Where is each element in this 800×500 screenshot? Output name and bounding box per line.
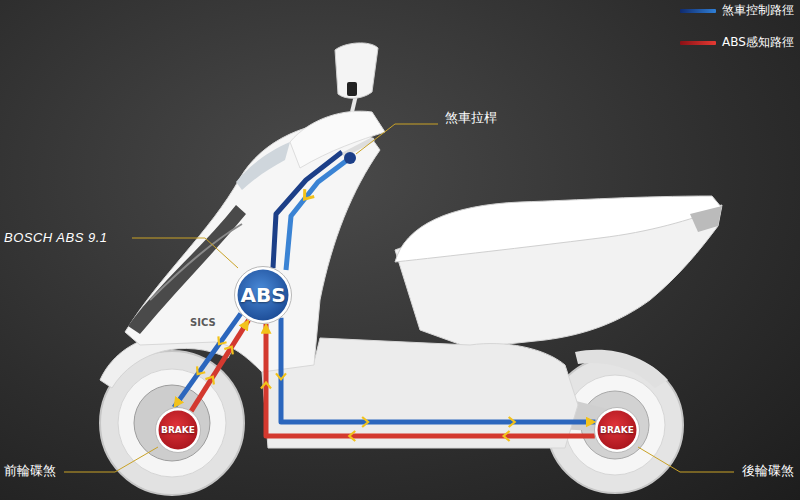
circle-outline xyxy=(594,407,640,453)
part-label: 煞車拉桿 xyxy=(445,109,497,126)
handlebar-cover xyxy=(290,111,385,168)
flow-chevron xyxy=(276,373,286,379)
part-label: 前輪碟煞 xyxy=(4,462,56,479)
mirror-lamp xyxy=(347,82,357,96)
legend-item: 煞車控制路徑 xyxy=(680,3,794,18)
panel-line xyxy=(150,224,242,300)
abs-sensing-path xyxy=(266,324,595,436)
tail-light xyxy=(690,206,722,232)
abs-sensing-path xyxy=(191,320,248,411)
leader-line xyxy=(638,447,734,472)
part-label: 後輪碟煞 xyxy=(742,462,794,479)
flow-chevron xyxy=(504,431,510,441)
legend-text: ABS感知路徑 xyxy=(722,35,794,50)
circle-outline xyxy=(234,266,292,324)
body-logo: SICS xyxy=(190,314,216,331)
headlight xyxy=(236,142,290,190)
legend-text: 煞車控制路徑 xyxy=(722,3,794,18)
brake-circle: BRAKE xyxy=(594,407,640,453)
flow-chevron xyxy=(261,383,271,389)
flow-chevron xyxy=(205,374,217,384)
side-panel-stripe xyxy=(128,205,246,334)
legend-line-sample xyxy=(680,9,716,13)
front-apron xyxy=(125,122,380,372)
mirror xyxy=(335,43,378,98)
rear-fender xyxy=(575,350,668,388)
flow-chevron xyxy=(224,344,236,354)
legend-item: ABS感知路徑 xyxy=(680,35,794,50)
node-label: ABS xyxy=(240,284,285,307)
lever-pivot xyxy=(344,152,356,164)
lever-brake-line xyxy=(286,158,350,270)
brake-control-path xyxy=(281,318,595,422)
flow-chevron xyxy=(362,417,368,427)
node-label: BRAKE xyxy=(161,425,195,435)
leader-line xyxy=(132,238,238,268)
leader-line xyxy=(64,447,158,472)
circle-ring xyxy=(595,408,640,453)
circle-fill xyxy=(238,270,289,321)
flow-chevron xyxy=(509,417,515,427)
front-hub xyxy=(162,413,182,433)
abs-module-circle: ABS xyxy=(234,266,292,324)
flow-chevron xyxy=(349,431,355,441)
legend: 煞車控制路徑 ABS感知路徑 xyxy=(680,3,794,67)
circle-outline xyxy=(155,407,201,453)
node-label: BRAKE xyxy=(600,425,634,435)
flow-chevron xyxy=(194,366,206,377)
circle-ring xyxy=(156,408,201,453)
circle-ring xyxy=(235,267,292,324)
brake-circle: BRAKE xyxy=(155,407,201,453)
flow-chevron xyxy=(300,189,314,203)
brake-control-path xyxy=(174,314,241,408)
leader-line xyxy=(356,124,438,154)
circle-fill xyxy=(598,411,637,450)
flow-chevron xyxy=(215,336,227,347)
module-label: BOSCH ABS 9.1 xyxy=(4,229,108,246)
circle-fill xyxy=(159,411,198,450)
seat xyxy=(395,196,722,262)
legend-line-sample xyxy=(680,41,716,45)
